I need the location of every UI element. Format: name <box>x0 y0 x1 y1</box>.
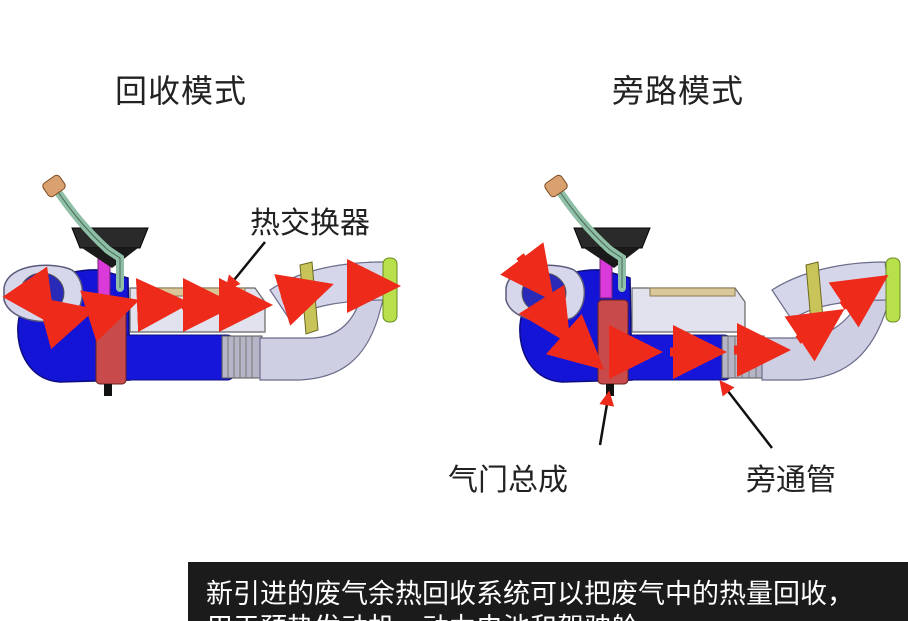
bypass-mode-assembly <box>500 174 901 449</box>
pipe-nozzle <box>42 174 66 198</box>
caption-bar: 新引进的废气余热回收系统可以把废气中的热量回收， 用于预热发动机、动力电池和驾驶… <box>188 562 908 621</box>
valve-assembly-leader <box>598 390 615 446</box>
bypass-pipe-label: 旁通管 <box>746 463 836 498</box>
recovery-mode-title: 回收模式 <box>115 72 248 110</box>
outlet-flange <box>382 257 398 323</box>
caption-line-2: 用于预热发动机、动力电池和驾驶舱 <box>206 606 638 621</box>
flow-arrows-recovery <box>2 259 401 350</box>
silver-bypass-pipe <box>259 261 393 381</box>
recovery-mode-assembly <box>2 174 401 396</box>
bellows <box>221 335 263 379</box>
inlet-opening <box>19 272 65 314</box>
bypass-mode-title: 旁路模式 <box>612 72 745 110</box>
flow-arrows-bypass <box>500 242 889 379</box>
bellows <box>721 335 765 379</box>
bypass-pipe-leader <box>719 380 773 449</box>
actuator-cup <box>573 227 651 249</box>
pipe-nozzle <box>544 174 568 198</box>
heat-exchanger-leader <box>225 241 266 291</box>
valve-assembly-label: 气门总成 <box>448 463 568 498</box>
valve-flange <box>597 299 629 385</box>
outlet-flange <box>885 257 901 323</box>
blue-lower-pipe <box>621 334 733 381</box>
blue-lower-pipe <box>119 334 236 381</box>
heat-exchanger-label: 热交换器 <box>250 206 370 241</box>
actuator-cup <box>71 227 149 249</box>
caption-line-1: 新引进的废气余热回收系统可以把废气中的热量回收， <box>206 579 854 610</box>
